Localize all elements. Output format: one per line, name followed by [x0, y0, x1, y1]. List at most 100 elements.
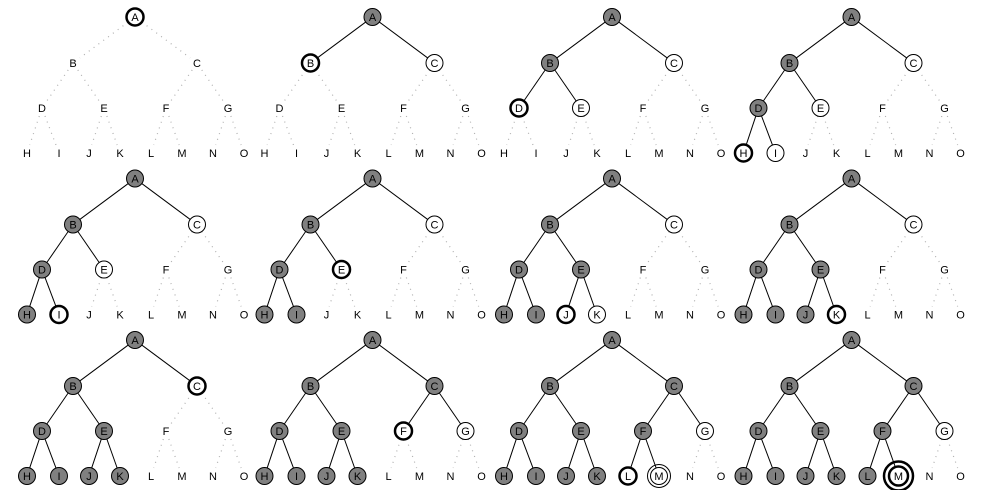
tree-node-b: B — [780, 54, 799, 72]
tree-node-m: M — [894, 148, 903, 160]
tree-edge — [29, 277, 40, 307]
node-label: J — [86, 471, 92, 483]
node-label: K — [833, 310, 841, 322]
tree-edge — [745, 438, 757, 469]
node-label: B — [786, 58, 793, 70]
expanded-node-circle — [64, 215, 82, 234]
tree-node-f: F — [163, 426, 170, 438]
tree-edge — [630, 438, 641, 469]
tree-edge — [884, 277, 897, 307]
node-label: O — [477, 148, 486, 160]
tree-edge — [521, 438, 534, 469]
node-label: L — [625, 310, 631, 322]
node-label: I — [534, 310, 537, 322]
node-label: E — [577, 265, 584, 277]
tree-node-g: G — [461, 265, 470, 277]
tree-edge — [407, 392, 431, 425]
expanded-node-circle — [64, 377, 82, 395]
expanded-node-circle — [18, 305, 36, 324]
tree-node-d: D — [509, 98, 529, 118]
node-label: K — [354, 310, 362, 322]
node-label: D — [755, 426, 763, 438]
expanded-node-circle — [363, 8, 382, 26]
current-node-circle — [393, 421, 414, 441]
tree-edge — [79, 21, 129, 59]
tree-edge — [521, 277, 534, 307]
node-label: C — [431, 220, 439, 232]
node-label: G — [940, 103, 949, 115]
node-label: H — [23, 310, 31, 322]
node-label: B — [546, 58, 553, 70]
tree-edge — [215, 277, 226, 307]
node-label: L — [625, 148, 631, 160]
tree-node-o: O — [240, 310, 249, 322]
tree-node-h: H — [261, 148, 269, 160]
tree-node-f: F — [640, 265, 647, 277]
tree-edge — [215, 438, 226, 469]
tree-node-e: E — [572, 99, 590, 117]
current-node-circle — [49, 304, 69, 325]
node-label: O — [956, 471, 965, 483]
expanded-node-circle — [796, 467, 815, 485]
tree-node-e: E — [332, 422, 351, 440]
frontier-node-circle — [811, 99, 830, 117]
frontier-node-circle — [588, 305, 606, 324]
expanded-node-circle — [317, 467, 336, 485]
tree-edge — [282, 438, 294, 469]
tree-edge — [645, 438, 657, 469]
node-label: H — [500, 471, 508, 483]
tree-edge — [328, 277, 340, 307]
tree-edge — [314, 69, 338, 102]
tree-edge — [946, 438, 959, 469]
tree-node-d: D — [38, 103, 46, 115]
tree-edge — [77, 69, 100, 102]
current-node-circle — [826, 304, 847, 325]
node-label: J — [86, 148, 92, 160]
tree-edge — [407, 231, 431, 263]
tree-node-j: J — [324, 310, 330, 322]
tree-node-i: I — [287, 305, 306, 324]
node-label: J — [803, 310, 809, 322]
tree-node-i: I — [287, 467, 306, 485]
tree-node-j: J — [86, 310, 92, 322]
node-label: H — [740, 471, 748, 483]
node-label: C — [193, 220, 201, 232]
node-label: B — [546, 381, 553, 393]
node-label: C — [910, 58, 918, 70]
tree-node-b: B — [301, 215, 320, 234]
tree-node-i: I — [766, 144, 785, 162]
expanded-node-circle — [749, 99, 768, 117]
node-label: A — [131, 12, 139, 24]
node-label: C — [910, 220, 918, 232]
tree-edge — [506, 277, 517, 307]
tree-edge — [931, 277, 943, 307]
tree-node-d: D — [270, 422, 289, 440]
tree-node-i: I — [766, 467, 785, 485]
node-label: B — [69, 381, 76, 393]
goal-ring — [647, 464, 671, 488]
tree-node-g: G — [696, 422, 714, 440]
tree-node-a: A — [842, 169, 861, 188]
tree-node-n: N — [686, 148, 694, 160]
node-label: I — [534, 148, 537, 160]
frontier-node-circle — [904, 215, 923, 234]
current-node-circle — [618, 466, 638, 486]
tree-edge — [79, 344, 129, 382]
tree-edge — [917, 69, 941, 102]
tree-edge — [822, 277, 835, 307]
node-label: C — [431, 381, 439, 393]
tree-node-o: O — [956, 310, 965, 322]
tree-node-l: L — [385, 310, 391, 322]
expanded-node-circle — [749, 260, 768, 279]
tree-edge — [886, 69, 910, 102]
node-label: A — [848, 12, 856, 24]
tree-node-k: K — [348, 467, 367, 485]
tree-edge — [554, 231, 577, 263]
tree-node-n: N — [447, 471, 455, 483]
tree-edge — [46, 392, 69, 425]
tree-node-m: M — [177, 310, 186, 322]
tree-edge — [266, 115, 278, 146]
frontier-node-circle — [425, 215, 444, 234]
expanded-node-circle — [33, 422, 51, 440]
